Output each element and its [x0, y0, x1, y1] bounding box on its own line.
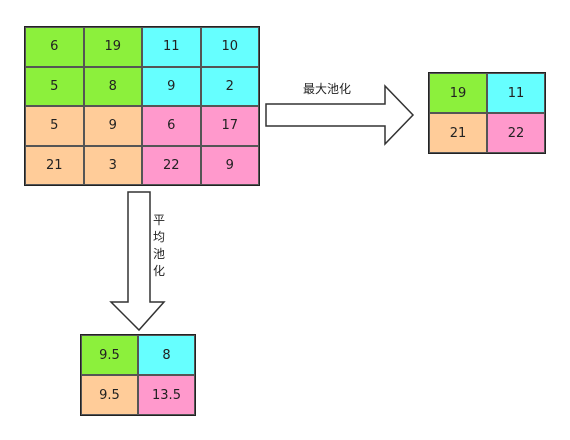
- max-output-cell: 19: [429, 73, 487, 113]
- avg-pooling-label: 平均池化: [153, 213, 166, 278]
- input-cell: 6: [25, 27, 84, 67]
- input-cell: 21: [25, 145, 84, 185]
- input-cell: 10: [200, 27, 259, 67]
- avg-output-cell: 9.5: [81, 335, 138, 375]
- input-cell: 9: [83, 106, 142, 146]
- max-pooling-label: 最大池化: [303, 82, 352, 96]
- avg-output-cell: 8: [138, 335, 195, 375]
- avg-output-cell: 9.5: [81, 375, 138, 415]
- input-cell: 3: [83, 145, 142, 185]
- input-cell: 9: [142, 66, 201, 106]
- input-cell: 17: [200, 106, 259, 146]
- avg-output-cell: 13.5: [138, 375, 195, 415]
- input-cell: 9: [200, 145, 259, 185]
- input-cell: 8: [83, 66, 142, 106]
- input-cell: 5: [25, 66, 84, 106]
- max-output-cell: 22: [487, 113, 545, 153]
- input-cell: 19: [83, 27, 142, 67]
- max-output-cell: 11: [487, 73, 545, 113]
- input-cell: 11: [142, 27, 201, 67]
- input-cell: 2: [200, 66, 259, 106]
- input-cell: 5: [25, 106, 84, 146]
- max-output-cell: 21: [429, 113, 487, 153]
- input-cell: 6: [142, 106, 201, 146]
- input-cell: 22: [142, 145, 201, 185]
